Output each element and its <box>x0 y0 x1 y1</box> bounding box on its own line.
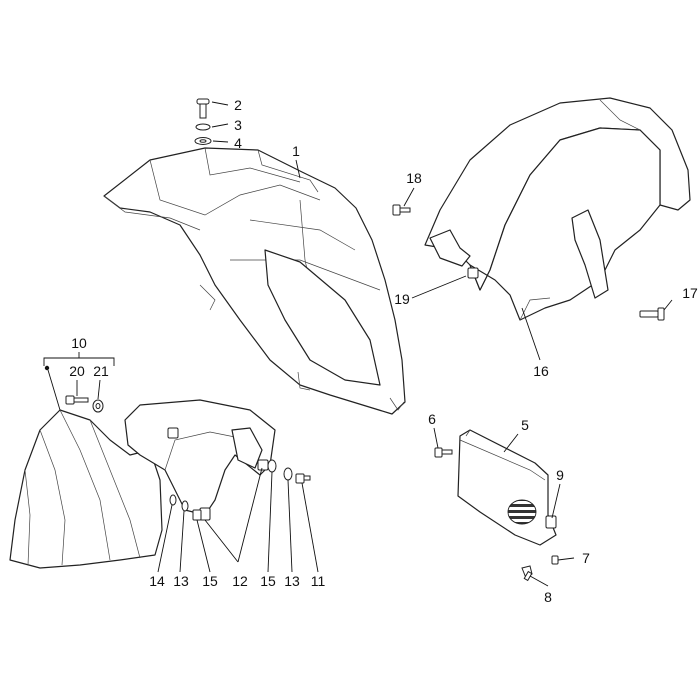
label-4: 4 <box>234 135 242 151</box>
label-6: 6 <box>428 411 436 427</box>
front-mudguard-inner-part <box>124 399 276 521</box>
screw-part-11 <box>295 473 311 484</box>
label-8: 8 <box>544 589 552 605</box>
label-10: 10 <box>71 335 87 351</box>
lower-cover-part <box>457 429 557 546</box>
nut-part-15a <box>192 509 202 521</box>
front-mudguard-part <box>9 409 163 569</box>
label-1: 1 <box>292 143 300 159</box>
label-12: 12 <box>232 573 248 589</box>
label-11: 11 <box>311 573 326 589</box>
screw-part-20 <box>65 395 89 405</box>
clip-part-9 <box>545 515 557 529</box>
label-15b: 15 <box>260 573 276 589</box>
washer-part-13b <box>283 467 293 481</box>
reference-dot <box>44 365 50 371</box>
washer-part-13a <box>181 500 189 512</box>
label-15a: 15 <box>202 573 218 589</box>
front-cover-part <box>103 147 406 415</box>
screw-part-7 <box>551 555 559 565</box>
label-13b: 13 <box>284 573 300 589</box>
label-18: 18 <box>406 170 422 186</box>
label-7: 7 <box>582 550 590 566</box>
screw-part-17 <box>639 307 665 321</box>
rear-mudguard-part <box>424 97 691 321</box>
washer-part-14 <box>169 494 177 506</box>
screw-part-2 <box>196 98 210 119</box>
screw-part-18 <box>392 204 411 216</box>
screw-part-8 <box>521 565 533 582</box>
label-13a: 13 <box>173 573 189 589</box>
label-16: 16 <box>533 363 549 379</box>
label-20: 20 <box>69 363 85 379</box>
label-5: 5 <box>521 417 529 433</box>
label-17: 17 <box>682 285 698 301</box>
washer-part-4 <box>194 137 212 145</box>
washer-part-15b <box>267 459 277 473</box>
leader-lines <box>43 101 673 587</box>
washer-part-21 <box>92 399 104 413</box>
washer-part-3 <box>195 123 211 131</box>
label-2: 2 <box>234 97 242 113</box>
screw-part-6 <box>434 447 453 458</box>
label-19: 19 <box>394 291 410 307</box>
label-9: 9 <box>556 467 564 483</box>
label-14: 14 <box>149 573 165 589</box>
label-3: 3 <box>234 117 242 133</box>
label-21: 21 <box>93 363 109 379</box>
